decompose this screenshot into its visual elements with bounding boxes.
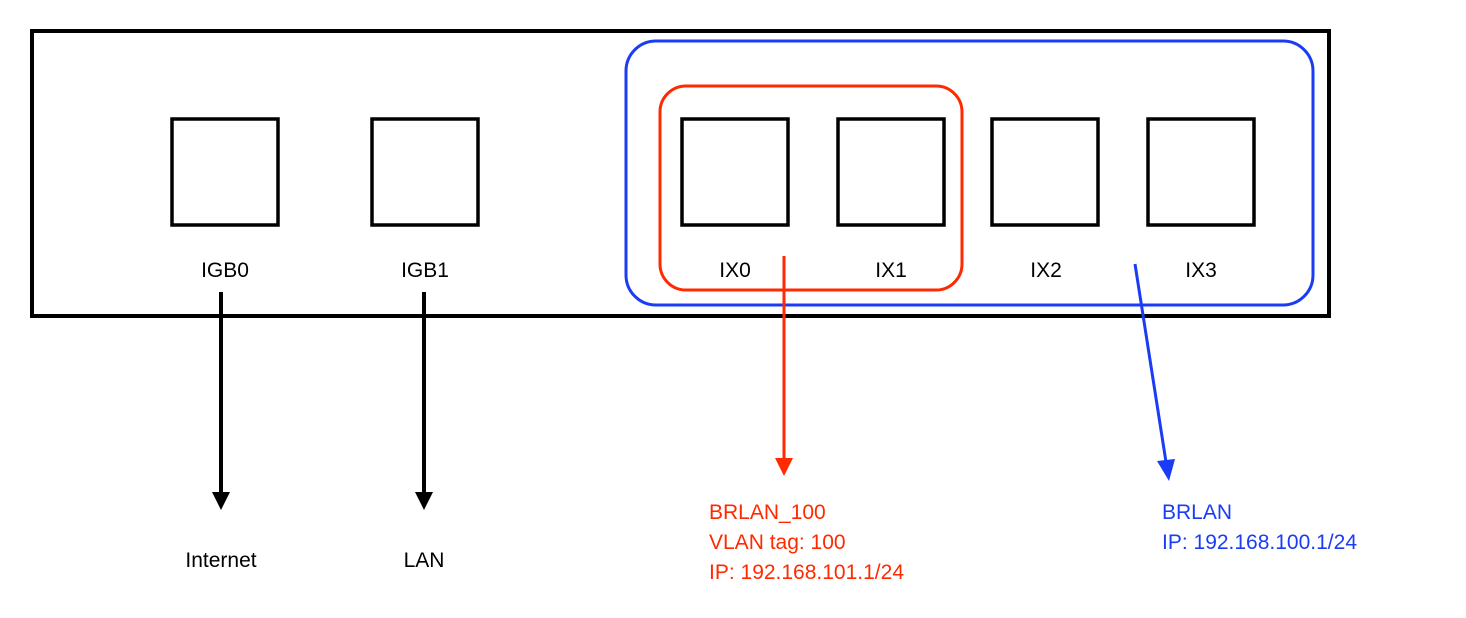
port-ix3 [1146,117,1256,227]
bridge-connector [1133,263,1168,463]
port-igb1 [370,117,480,227]
bridge-info: BRLAN IP: 192.168.100.1/24 [1162,498,1357,558]
vlan-group-outline [658,84,964,292]
vlan-tag: VLAN tag: 100 [709,531,846,554]
port-label-ix2: IX2 [1030,259,1062,282]
port-igb0 [170,117,280,227]
port-label-ix1: IX1 [875,259,907,282]
port-label-ix0: IX0 [719,259,751,282]
device-chassis [30,29,1331,318]
port-label-ix3: IX3 [1185,259,1217,282]
vlan-bridge-name: BRLAN_100 [709,501,826,524]
lan-label: LAN [403,549,445,572]
vlan-info: BRLAN_100 VLAN tag: 100 IP: 192.168.101.… [709,498,904,588]
port-ix2 [990,117,1100,227]
internet-label: Internet [185,549,257,572]
port-label-igb0: IGB0 [201,259,249,282]
igb1-arrowhead [415,492,433,510]
port-ix0 [680,117,790,227]
bridge-ip: IP: 192.168.100.1/24 [1162,531,1357,554]
port-label-igb1: IGB1 [401,259,449,282]
bridge-arrowhead [1157,459,1175,481]
bridge-group-outline [624,39,1315,307]
vlan-arrowhead [775,458,793,476]
bridge-name: BRLAN [1162,501,1233,524]
port-ix1 [836,117,946,227]
vlan-ip: IP: 192.168.101.1/24 [709,561,904,584]
igb0-arrowhead [212,492,230,510]
